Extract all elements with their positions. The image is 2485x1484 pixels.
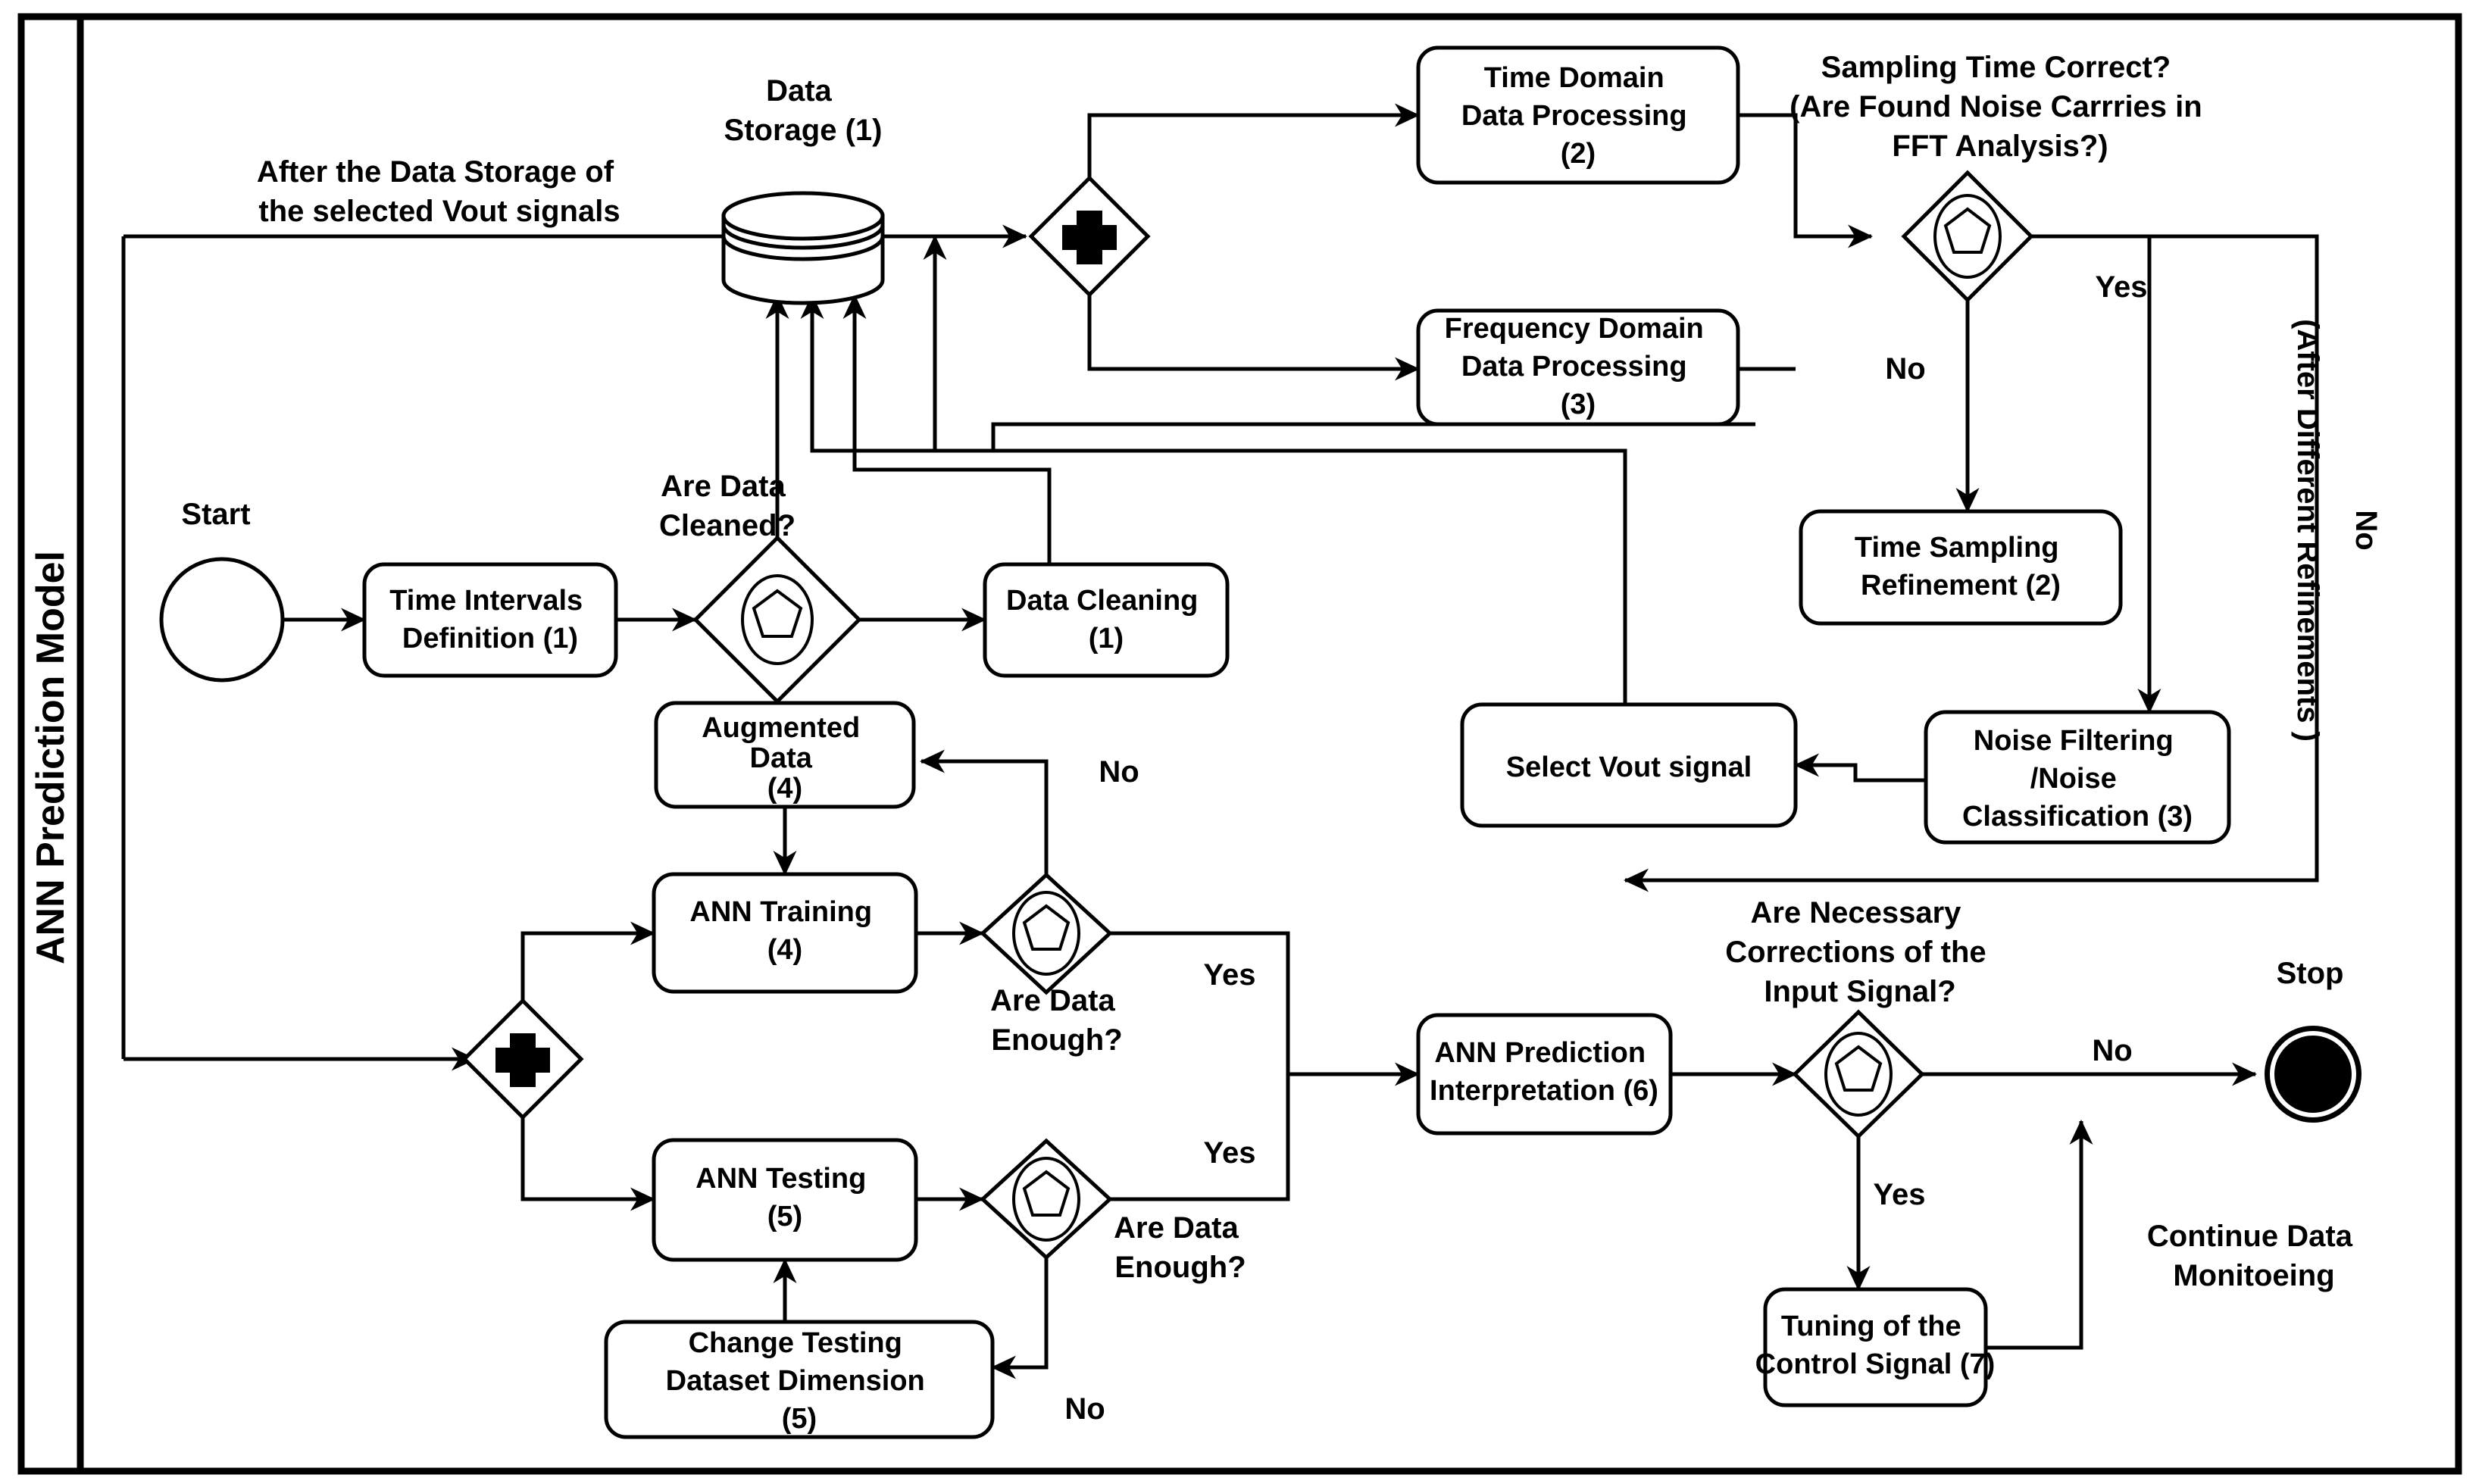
task-tuning-of-control-signal[interactable]: Tuning of the Control Signal (7) (1755, 1287, 1996, 1407)
task-label: Time Sampling Refinement (2) (1855, 532, 2067, 601)
task-time-domain-data-processing[interactable]: Time Domain Data Processing (2) (1416, 45, 1740, 185)
task-label: Change Testing Dataset Dimension (5) (666, 1327, 933, 1435)
task-label: Time Domain Data Processing (2) (1461, 62, 1695, 170)
task-noise-filtering-classification[interactable]: Noise Filtering /Noise Classification (3… (1924, 710, 2231, 845)
flow-label-training-no: No (1099, 755, 1139, 789)
gateway-are-necessary-corrections[interactable] (1792, 1009, 1925, 1139)
task-label: Data Cleaning (1) (1006, 585, 1206, 655)
task-label: ANN Prediction Interpretation (6) (1430, 1037, 1658, 1107)
task-select-vout-signal[interactable]: Select Vout signal (1460, 702, 1798, 828)
task-ann-training[interactable]: ANN Training (4) (652, 872, 918, 994)
task-time-intervals-definition[interactable]: Time Intervals Definition (1) (362, 562, 618, 678)
task-label: ANN Testing (5) (695, 1163, 874, 1233)
flow-label-corrections-yes: Yes (1874, 1178, 1926, 1211)
flow-label-testing-yes: Yes (1204, 1136, 1256, 1170)
task-label: Noise Filtering /Noise Classification (3… (1962, 725, 2193, 833)
task-change-testing-dataset-dimension[interactable]: Change Testing Dataset Dimension (5) (604, 1320, 995, 1439)
pool-frame (17, 13, 2462, 1475)
gateway-sampling-time-correct-label: Sampling Time Correct? (Are Found Noise … (1790, 51, 2211, 163)
gateway-are-data-enough-training-label: Are Data Enough? (990, 984, 1124, 1057)
task-ann-testing[interactable]: ANN Testing (5) (652, 1138, 918, 1262)
data-storage-object (721, 191, 885, 305)
flow-label-corrections-no: No (2092, 1034, 2132, 1067)
gateway-are-necessary-corrections-label: Are Necessary Corrections of the Input S… (1725, 896, 1995, 1008)
gateway-parallel-split-processing[interactable] (1028, 175, 1151, 298)
task-frequency-domain-data-processing[interactable]: Frequency Domain Data Processing (3) (1416, 308, 1740, 426)
task-label: ANN Training (4) (689, 896, 880, 966)
pool-lane-title: ANN Prediction Model (29, 551, 73, 964)
task-label: Time Intervals Definition (1) (389, 585, 590, 655)
task-time-sampling-refinement[interactable]: Time Sampling Refinement (2) (1799, 509, 2123, 626)
flow-label-refinements-no: No (2349, 510, 2383, 550)
task-label: Select Vout signal (1506, 751, 1752, 783)
connector-layer (121, 103, 2319, 1379)
flow-label-training-yes: Yes (1204, 958, 1256, 992)
flow-label-sampling-yes: Yes (2096, 270, 2148, 304)
after-refinements-note: (After Different Refinements ) (2291, 319, 2324, 742)
task-label: Tuning of the Control Signal (7) (1755, 1311, 1996, 1380)
start-event[interactable] (159, 557, 285, 683)
gateway-are-data-enough-testing[interactable] (980, 1138, 1113, 1261)
gateway-are-data-enough-testing-label: Are Data Enough? (1114, 1211, 1247, 1284)
flow-label-testing-no: No (1064, 1392, 1105, 1426)
end-event-stop[interactable] (2265, 1026, 2362, 1123)
task-data-cleaning[interactable]: Data Cleaning (1) (983, 562, 1230, 678)
gateway-are-data-cleaned[interactable] (692, 535, 862, 705)
continue-monitoring-note: Continue Data Monitoeing (2147, 1220, 2361, 1292)
task-augmented-data[interactable]: Augmented Data (4) (654, 701, 916, 809)
gateway-are-data-enough-training[interactable] (980, 872, 1113, 995)
task-label: Augmented Data (4) (702, 712, 868, 804)
end-event-stop-label: Stop (2277, 957, 2344, 990)
data-storage-label: Data Storage (1) (724, 74, 883, 147)
start-event-label: Start (181, 498, 250, 531)
gateway-are-data-cleaned-label: Are Data Cleaned? (659, 470, 796, 542)
task-ann-prediction-interpretation[interactable]: ANN Prediction Interpretation (6) (1416, 1013, 1673, 1136)
task-label: Frequency Domain Data Processing (3) (1445, 313, 1712, 420)
gateway-sampling-time-correct[interactable] (1901, 170, 2034, 303)
flow-label-sampling-no: No (1885, 352, 1925, 386)
after-storage-note: After the Data Storage of the selected V… (257, 155, 622, 228)
gateway-parallel-split-ann[interactable] (461, 998, 584, 1120)
